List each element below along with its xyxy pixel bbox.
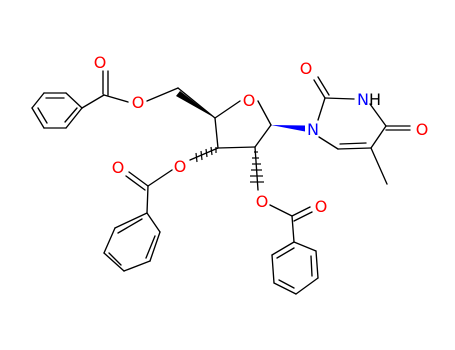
atom-n-1: N xyxy=(307,120,319,139)
bond-b5-1 xyxy=(65,92,83,109)
bond-c1-c2 xyxy=(254,124,272,148)
hash-c2-o2 xyxy=(250,151,264,183)
bond-c6-n1 xyxy=(318,136,339,150)
atom-o-2-carbonyl: O xyxy=(315,197,328,216)
bond-b3-3 xyxy=(123,260,151,272)
bond-c2-o2 xyxy=(254,146,259,191)
bond-c21-benzoyl2 xyxy=(291,215,295,243)
bond-c14-o14-b xyxy=(125,175,146,191)
bond-b3-1 xyxy=(146,212,161,233)
bond-c5-c6-a xyxy=(337,147,372,150)
atom-o-c2: O xyxy=(300,59,313,78)
bond-b5-d2 xyxy=(37,107,48,124)
bond-oring-c1 xyxy=(257,100,272,126)
bond-n3-c4 xyxy=(369,103,387,127)
bond-c14-o14-a xyxy=(128,171,149,187)
bond-b3-6 xyxy=(114,212,148,229)
bond-o3-c14 xyxy=(147,169,173,187)
bond-b2-5 xyxy=(271,254,275,284)
bond-b5-3 xyxy=(31,92,45,109)
bond-c5-c6-b xyxy=(339,142,367,145)
bond-o5-c8 xyxy=(103,94,129,103)
bond-b3-4 xyxy=(103,252,125,272)
atom-o-3: O xyxy=(174,157,187,176)
bond-n1-c2 xyxy=(317,97,326,121)
atom-o-2: O xyxy=(256,192,269,211)
atom-o-3-carbonyl: O xyxy=(112,158,125,177)
bond-b3-d2 xyxy=(108,252,122,266)
bond-b5-6 xyxy=(65,107,83,129)
stereo-bonds xyxy=(176,91,305,183)
bond-b3-5 xyxy=(103,227,116,254)
atom-o-c4: O xyxy=(416,120,429,139)
atom-o-5-carbonyl: O xyxy=(94,53,107,72)
bond-b2-2 xyxy=(315,250,319,279)
bond-c21-o21-b xyxy=(293,211,313,222)
bond-c2-o-a xyxy=(313,79,326,99)
wedge-c4-c5 xyxy=(176,91,215,118)
bond-b3-d1 xyxy=(145,235,156,259)
bond-c5-o5 xyxy=(146,87,179,102)
wedge-c1-n1 xyxy=(271,125,305,132)
bond-c4-c5 xyxy=(370,125,387,149)
bond-b2-1 xyxy=(293,241,317,252)
atom-labels: O O O O O O O N O N H O xyxy=(94,53,429,216)
atom-o-5: O xyxy=(132,93,145,112)
bond-c2-n3 xyxy=(324,97,355,100)
bond-b3-2 xyxy=(149,231,161,262)
bonds xyxy=(31,70,411,295)
bond-c2-c3 xyxy=(217,146,256,149)
atom-o-ring: O xyxy=(243,91,256,110)
bond-b3-d3 xyxy=(117,218,143,234)
bond-o2-c21 xyxy=(269,204,293,217)
bond-c3-c4 xyxy=(214,117,219,149)
bond-c3-o3 xyxy=(189,147,219,161)
bond-b2-6 xyxy=(271,241,295,256)
bond-c14-benzoyl3 xyxy=(146,185,149,214)
bond-c5-methyl xyxy=(370,147,388,185)
bond-c5-c4 xyxy=(177,87,216,119)
bond-c4-oring xyxy=(214,100,241,119)
bond-b2-d3 xyxy=(276,247,295,259)
bond-b2-d1 xyxy=(310,255,313,277)
hash-c3-o3 xyxy=(195,146,217,163)
bond-b2-d2 xyxy=(278,279,295,289)
bond-b5-d3 xyxy=(64,107,78,123)
bond-b5-4 xyxy=(31,107,45,129)
bond-c2-o-b xyxy=(317,76,330,96)
bond-c8-benzoyl5 xyxy=(81,94,105,109)
bond-b2-3 xyxy=(295,277,319,295)
atom-n-3: N xyxy=(357,90,369,109)
bond-c21-o21-a xyxy=(291,206,311,217)
atom-h-n3: H xyxy=(369,90,381,109)
bond-b2-4 xyxy=(273,282,297,295)
